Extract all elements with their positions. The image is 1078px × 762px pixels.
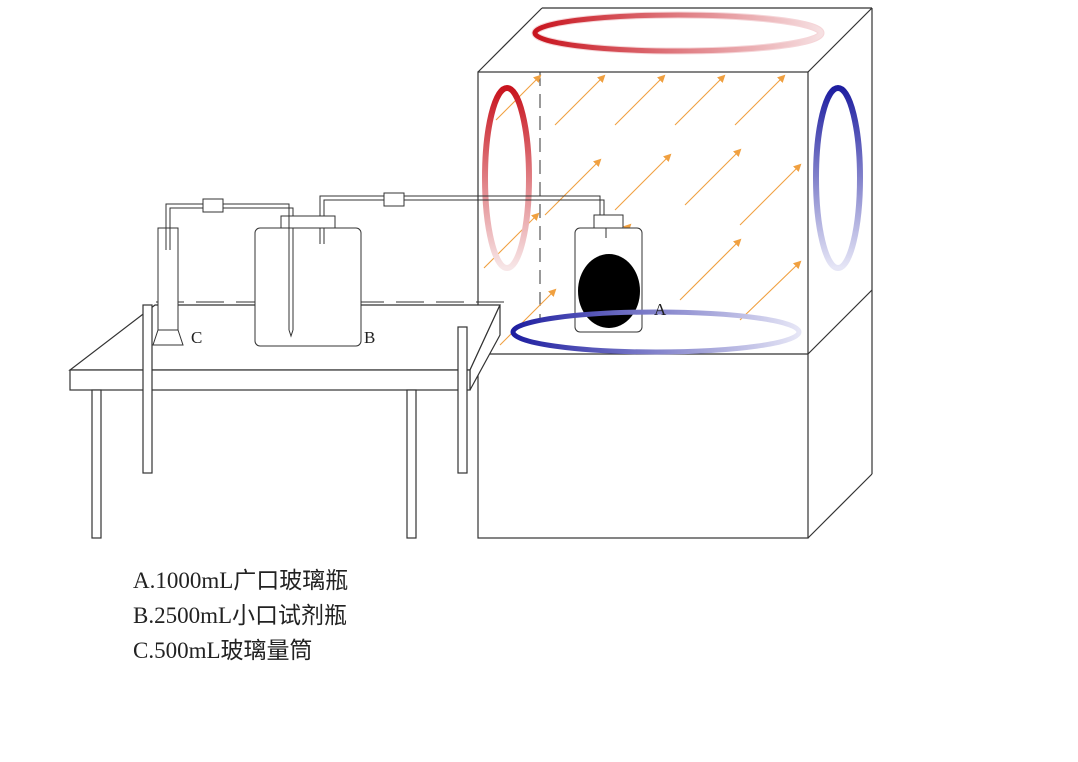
- legend-item-c: C.500mL玻璃量筒: [133, 638, 313, 663]
- label-c: C: [191, 328, 202, 347]
- label-b: B: [364, 328, 375, 347]
- legend-item-a: A.1000mL广口玻璃瓶: [133, 568, 349, 593]
- glove-port-bottom: [510, 309, 802, 355]
- glove-port-top: [531, 11, 825, 55]
- tubing: [165, 192, 605, 228]
- glove-port-left: [482, 85, 532, 271]
- sample-blob: [578, 254, 640, 328]
- label-a: A: [654, 300, 667, 319]
- bottle-b: [254, 215, 362, 347]
- legend-item-b: B.2500mL小口试剂瓶: [133, 603, 348, 628]
- legend: A.1000mL广口玻璃瓶 B.2500mL小口试剂瓶 C.500mL玻璃量筒: [133, 563, 348, 668]
- glove-box: [477, 7, 873, 539]
- glove-port-right: [813, 85, 863, 271]
- graduated-cylinder-c: [152, 227, 184, 346]
- airflow-arrows: [483, 74, 802, 346]
- bottle-a: [574, 214, 643, 333]
